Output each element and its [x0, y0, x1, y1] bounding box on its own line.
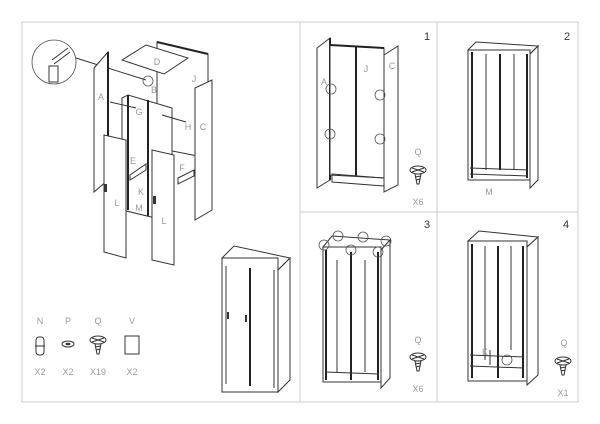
hardware-letter: Q	[414, 147, 421, 157]
exploded-view: A B C D E F G H J K L L M	[31, 39, 213, 266]
part-label: L	[114, 198, 119, 208]
part-label: C	[200, 122, 207, 132]
hardware-qty: X2	[34, 367, 45, 377]
hinge-pin-icon	[35, 336, 45, 356]
step-2: 2 M	[466, 31, 570, 197]
step-1: 1 A J C Q X6	[316, 31, 430, 207]
panel-c	[194, 79, 213, 221]
hardware-qty: X19	[90, 367, 106, 377]
part-label: M	[135, 203, 143, 213]
step-number: 2	[564, 31, 570, 43]
assembled-cabinet	[220, 245, 292, 394]
frame-plate-icon	[124, 335, 140, 355]
screw-icon	[409, 352, 427, 372]
door-l-right	[151, 149, 175, 266]
step-4: 4 K Q X1	[466, 219, 572, 398]
hardware-letter: P	[65, 316, 71, 326]
door-l-left	[103, 134, 127, 259]
part-label: D	[154, 57, 161, 67]
screw-icon	[89, 335, 107, 355]
panel-d	[120, 44, 190, 75]
hardware-letter: Q	[94, 316, 101, 326]
part-label: M	[485, 187, 493, 197]
hardware-qty: X2	[126, 367, 137, 377]
hardware-qty: X6	[412, 197, 423, 207]
part-label: J	[364, 64, 369, 74]
part-label: F	[179, 163, 185, 173]
step-number: 1	[424, 31, 430, 43]
hardware-qty: X2	[62, 367, 73, 377]
step-number: 3	[424, 219, 430, 231]
detail-magnifier	[31, 39, 77, 85]
part-label: A	[321, 77, 327, 87]
hardware-qty: X1	[557, 388, 568, 398]
hardware-letter: Q	[560, 338, 567, 348]
part-label: G	[135, 107, 142, 117]
step-3: 3 Q X6	[318, 219, 430, 394]
part-label: L	[161, 216, 166, 226]
part-label: H	[185, 122, 192, 132]
part-label: K	[482, 347, 488, 357]
hardware-legend: N P Q V X2 X2 X19 X2	[34, 316, 140, 377]
part-label: E	[130, 156, 136, 166]
part-label: B	[151, 85, 157, 95]
hardware-letter: V	[129, 316, 135, 326]
part-label: J	[192, 74, 197, 84]
part-label: A	[98, 92, 104, 102]
step-number: 4	[563, 219, 569, 231]
hardware-qty: X6	[412, 384, 423, 394]
washer-icon	[61, 340, 75, 348]
hardware-letter: Q	[414, 335, 421, 345]
hardware-letter: N	[37, 316, 44, 326]
screw-icon	[554, 356, 572, 376]
screw-icon	[409, 165, 427, 185]
part-label: K	[138, 187, 144, 197]
part-label: C	[389, 61, 396, 71]
